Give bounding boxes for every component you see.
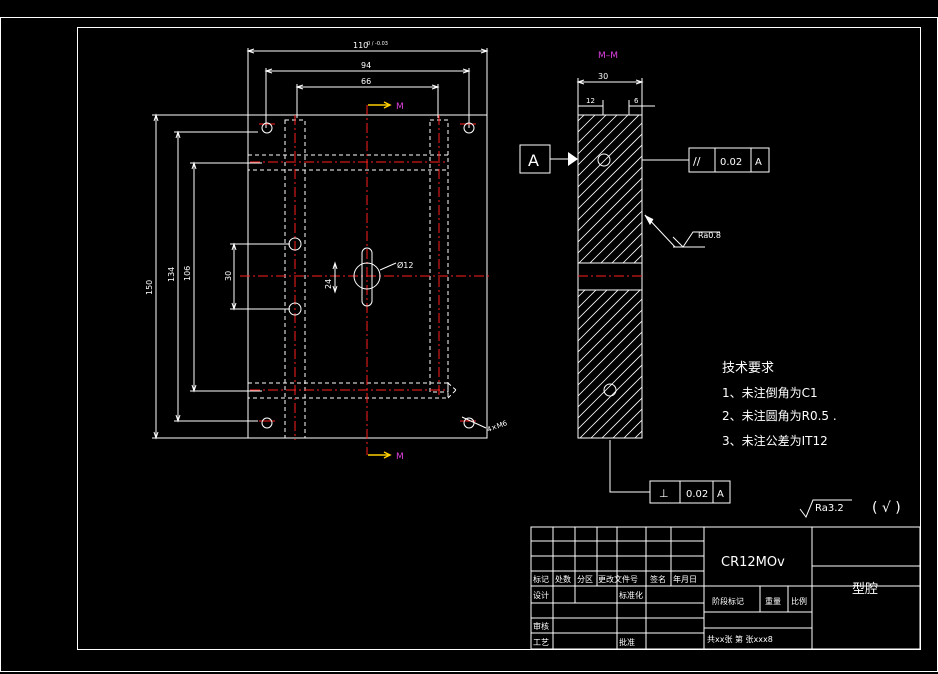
hatch-line [590, 386, 642, 438]
hatch-line [578, 287, 642, 353]
tech-requirements: 技术要求 1、未注倒角为C1 2、未注圆角为R0.5 . 3、未注公差为IT12 [722, 361, 837, 448]
rev-header: 签名 [650, 574, 666, 584]
hatch-line [578, 166, 642, 232]
dim-width: 110 [353, 41, 368, 50]
hatch-line [601, 397, 642, 438]
roughness-general-suffix: ( √ ) [872, 500, 901, 516]
datum-letter: A [528, 151, 539, 170]
pin-hole [288, 237, 302, 251]
plan-view: 110 0 / -0.03 94 66 150 134 106 [145, 41, 509, 462]
gdt-parallel-symbol: // [693, 155, 701, 168]
hatch-line [578, 144, 642, 210]
corner-hole [463, 417, 475, 429]
dim-134: 134 [167, 267, 176, 282]
tech-item: 2、未注圆角为R0.5 . [722, 408, 837, 423]
pin-hole [288, 302, 302, 316]
hatch-line [578, 35, 642, 99]
hatch-line [578, 353, 642, 419]
gdt-parallel-value: 0.02 [720, 157, 742, 168]
rev-header: 年月日 [673, 574, 697, 584]
dim-66: 66 [361, 77, 371, 86]
hatch-line [578, 115, 618, 155]
cut-label-bottom: M [396, 452, 404, 462]
hatch-line [578, 133, 642, 199]
part-name: 型腔 [852, 582, 878, 597]
hatch-line [578, 115, 607, 144]
hatch-line [578, 199, 642, 265]
approve-label: 批准 [619, 637, 635, 647]
hatch-line [578, 364, 642, 430]
general-roughness: Ra3.2 ( √ ) [799, 499, 901, 519]
section-view: M–M 30 12 6 A // 0.02 A [519, 35, 770, 504]
hatch-line [578, 309, 642, 375]
rev-header: 更改文件号 [598, 574, 638, 584]
rev-header: 标记 [533, 574, 549, 584]
hatch-line [578, 115, 585, 122]
section-title: M–M [598, 51, 618, 61]
dim-94: 94 [361, 61, 371, 70]
hatch-line [578, 115, 629, 166]
sheets-label: 共xx张 第 张xxx8 [707, 634, 773, 644]
corner-hole [463, 122, 475, 134]
tech-title: 技术要求 [722, 361, 774, 376]
material: CR12MOv [721, 555, 785, 570]
tech-item: 1、未注倒角为C1 [722, 385, 818, 400]
dim-12: 12 [586, 97, 595, 105]
hatch-line [578, 115, 640, 177]
dim-24: 24 [324, 279, 333, 289]
hatch-line [578, 298, 642, 364]
rev-header: 处数 [555, 574, 571, 584]
gdt-parallel-datum: A [755, 157, 762, 168]
review-label: 审核 [533, 621, 549, 631]
tech-item: 3、未注公差为IT12 [722, 433, 828, 448]
hatch-line [623, 419, 642, 438]
hatch-line [578, 320, 642, 386]
gdt-perp-symbol: ⊥ [659, 487, 669, 500]
corner-hole [261, 122, 273, 134]
stage-mark-label: 阶段标记 [712, 596, 744, 606]
dim-holes: 4×M6 [486, 419, 509, 434]
dim-106: 106 [183, 266, 192, 281]
dim-30: 30 [224, 271, 233, 281]
gdt-parallel [688, 147, 770, 173]
hatch-line [578, 342, 642, 408]
hatch-line [579, 375, 642, 438]
scale-label: 比例 [791, 596, 807, 606]
dim-height: 150 [145, 280, 154, 295]
dim-width-tol: 0 / -0.03 [367, 41, 388, 47]
dim-6: 6 [634, 97, 639, 105]
hatch-line [578, 122, 642, 188]
roughness-general: Ra3.2 [815, 503, 844, 514]
gdt-perp [649, 480, 731, 504]
cut-label-top: M [396, 102, 404, 112]
center-slot [361, 247, 373, 307]
hatch-line [578, 115, 596, 133]
hatch-line [578, 331, 642, 397]
standardization-label: 标准化 [619, 590, 643, 600]
weight-label: 重量 [765, 596, 781, 606]
center-bore [353, 262, 381, 290]
channels [247, 119, 457, 439]
process-label: 工艺 [533, 638, 549, 647]
gdt-perp-datum: A [717, 489, 724, 500]
title-block: 标记 处数 分区 更改文件号 签名 年月日 设计 标准化 审核 工艺 批准 CR… [530, 526, 921, 650]
inner-border [77, 27, 921, 650]
hatch-line [578, 177, 642, 243]
design-label: 设计 [533, 590, 549, 600]
rev-header: 分区 [577, 575, 593, 584]
hatch-line [612, 408, 642, 438]
corner-hole [261, 417, 273, 429]
hatch-line [578, 155, 642, 221]
dim-thickness: 30 [598, 72, 608, 81]
dim-dia12: Ø12 [397, 260, 413, 270]
gdt-perp-value: 0.02 [686, 489, 708, 500]
roughness-side: Ra0.8 [698, 231, 721, 240]
hatch-line [578, 188, 642, 254]
